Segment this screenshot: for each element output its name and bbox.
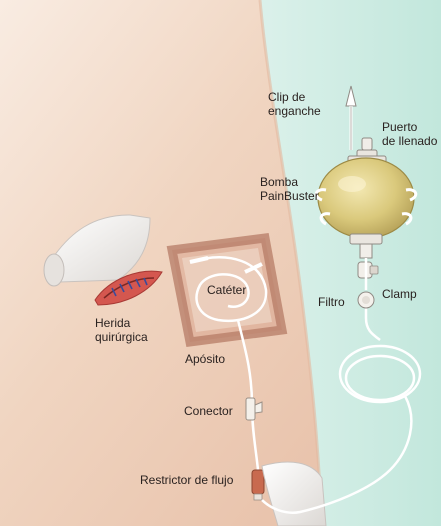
label-aposito: Apósito [185,352,225,366]
filter [358,292,374,308]
label-clamp: Clamp [382,287,417,301]
label-puerto: Puerto de llenado [382,120,437,148]
label-cateter: Catéter [207,283,246,297]
flow-restrictor [252,470,264,500]
label-conector: Conector [184,404,233,418]
label-herida: Herida quirúrgica [95,316,148,344]
label-restrictor: Restrictor de flujo [140,473,233,487]
label-clip: Clip de enganche [268,90,321,118]
label-filtro: Filtro [318,295,345,309]
label-bomba: Bomba PainBuster [260,175,319,203]
